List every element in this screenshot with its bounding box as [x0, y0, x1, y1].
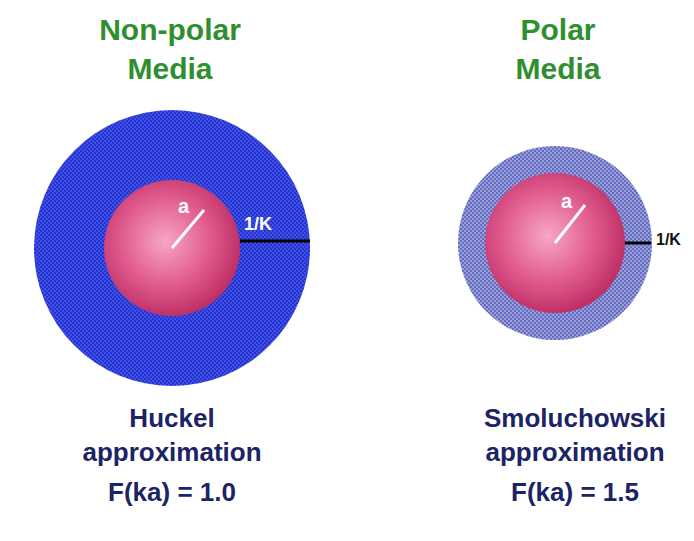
particle-sphere-outline	[485, 173, 625, 313]
particle-sphere-circle	[485, 173, 625, 313]
approximation-name: Smoluchowski approximation	[465, 402, 685, 470]
approximation-name: Huckel approximation	[37, 402, 307, 470]
particle-sphere: a	[104, 180, 240, 316]
particle-sphere-outline	[104, 180, 240, 316]
media-heading: Non-polar Media	[70, 10, 270, 88]
diffuse-layer: 1/K a	[34, 110, 310, 386]
particle-sphere-circle	[104, 180, 240, 316]
dimension-line	[625, 242, 651, 245]
function-value: F(ka) = 1.0	[37, 476, 307, 510]
debye-length-label: 1/K	[656, 230, 681, 249]
diffuse-layer-circle	[34, 110, 310, 386]
radius-label: a	[178, 194, 189, 218]
diffuse-layer-circle	[458, 146, 652, 340]
dimension-line	[240, 240, 310, 243]
diffuse-layer: 1/Ka	[458, 146, 652, 340]
media-heading: Polar Media	[488, 10, 628, 88]
debye-length-label: 1/K	[244, 214, 272, 236]
radius-label: a	[561, 189, 572, 213]
particle-sphere: a	[485, 173, 625, 313]
function-value: F(ka) = 1.5	[465, 476, 685, 510]
